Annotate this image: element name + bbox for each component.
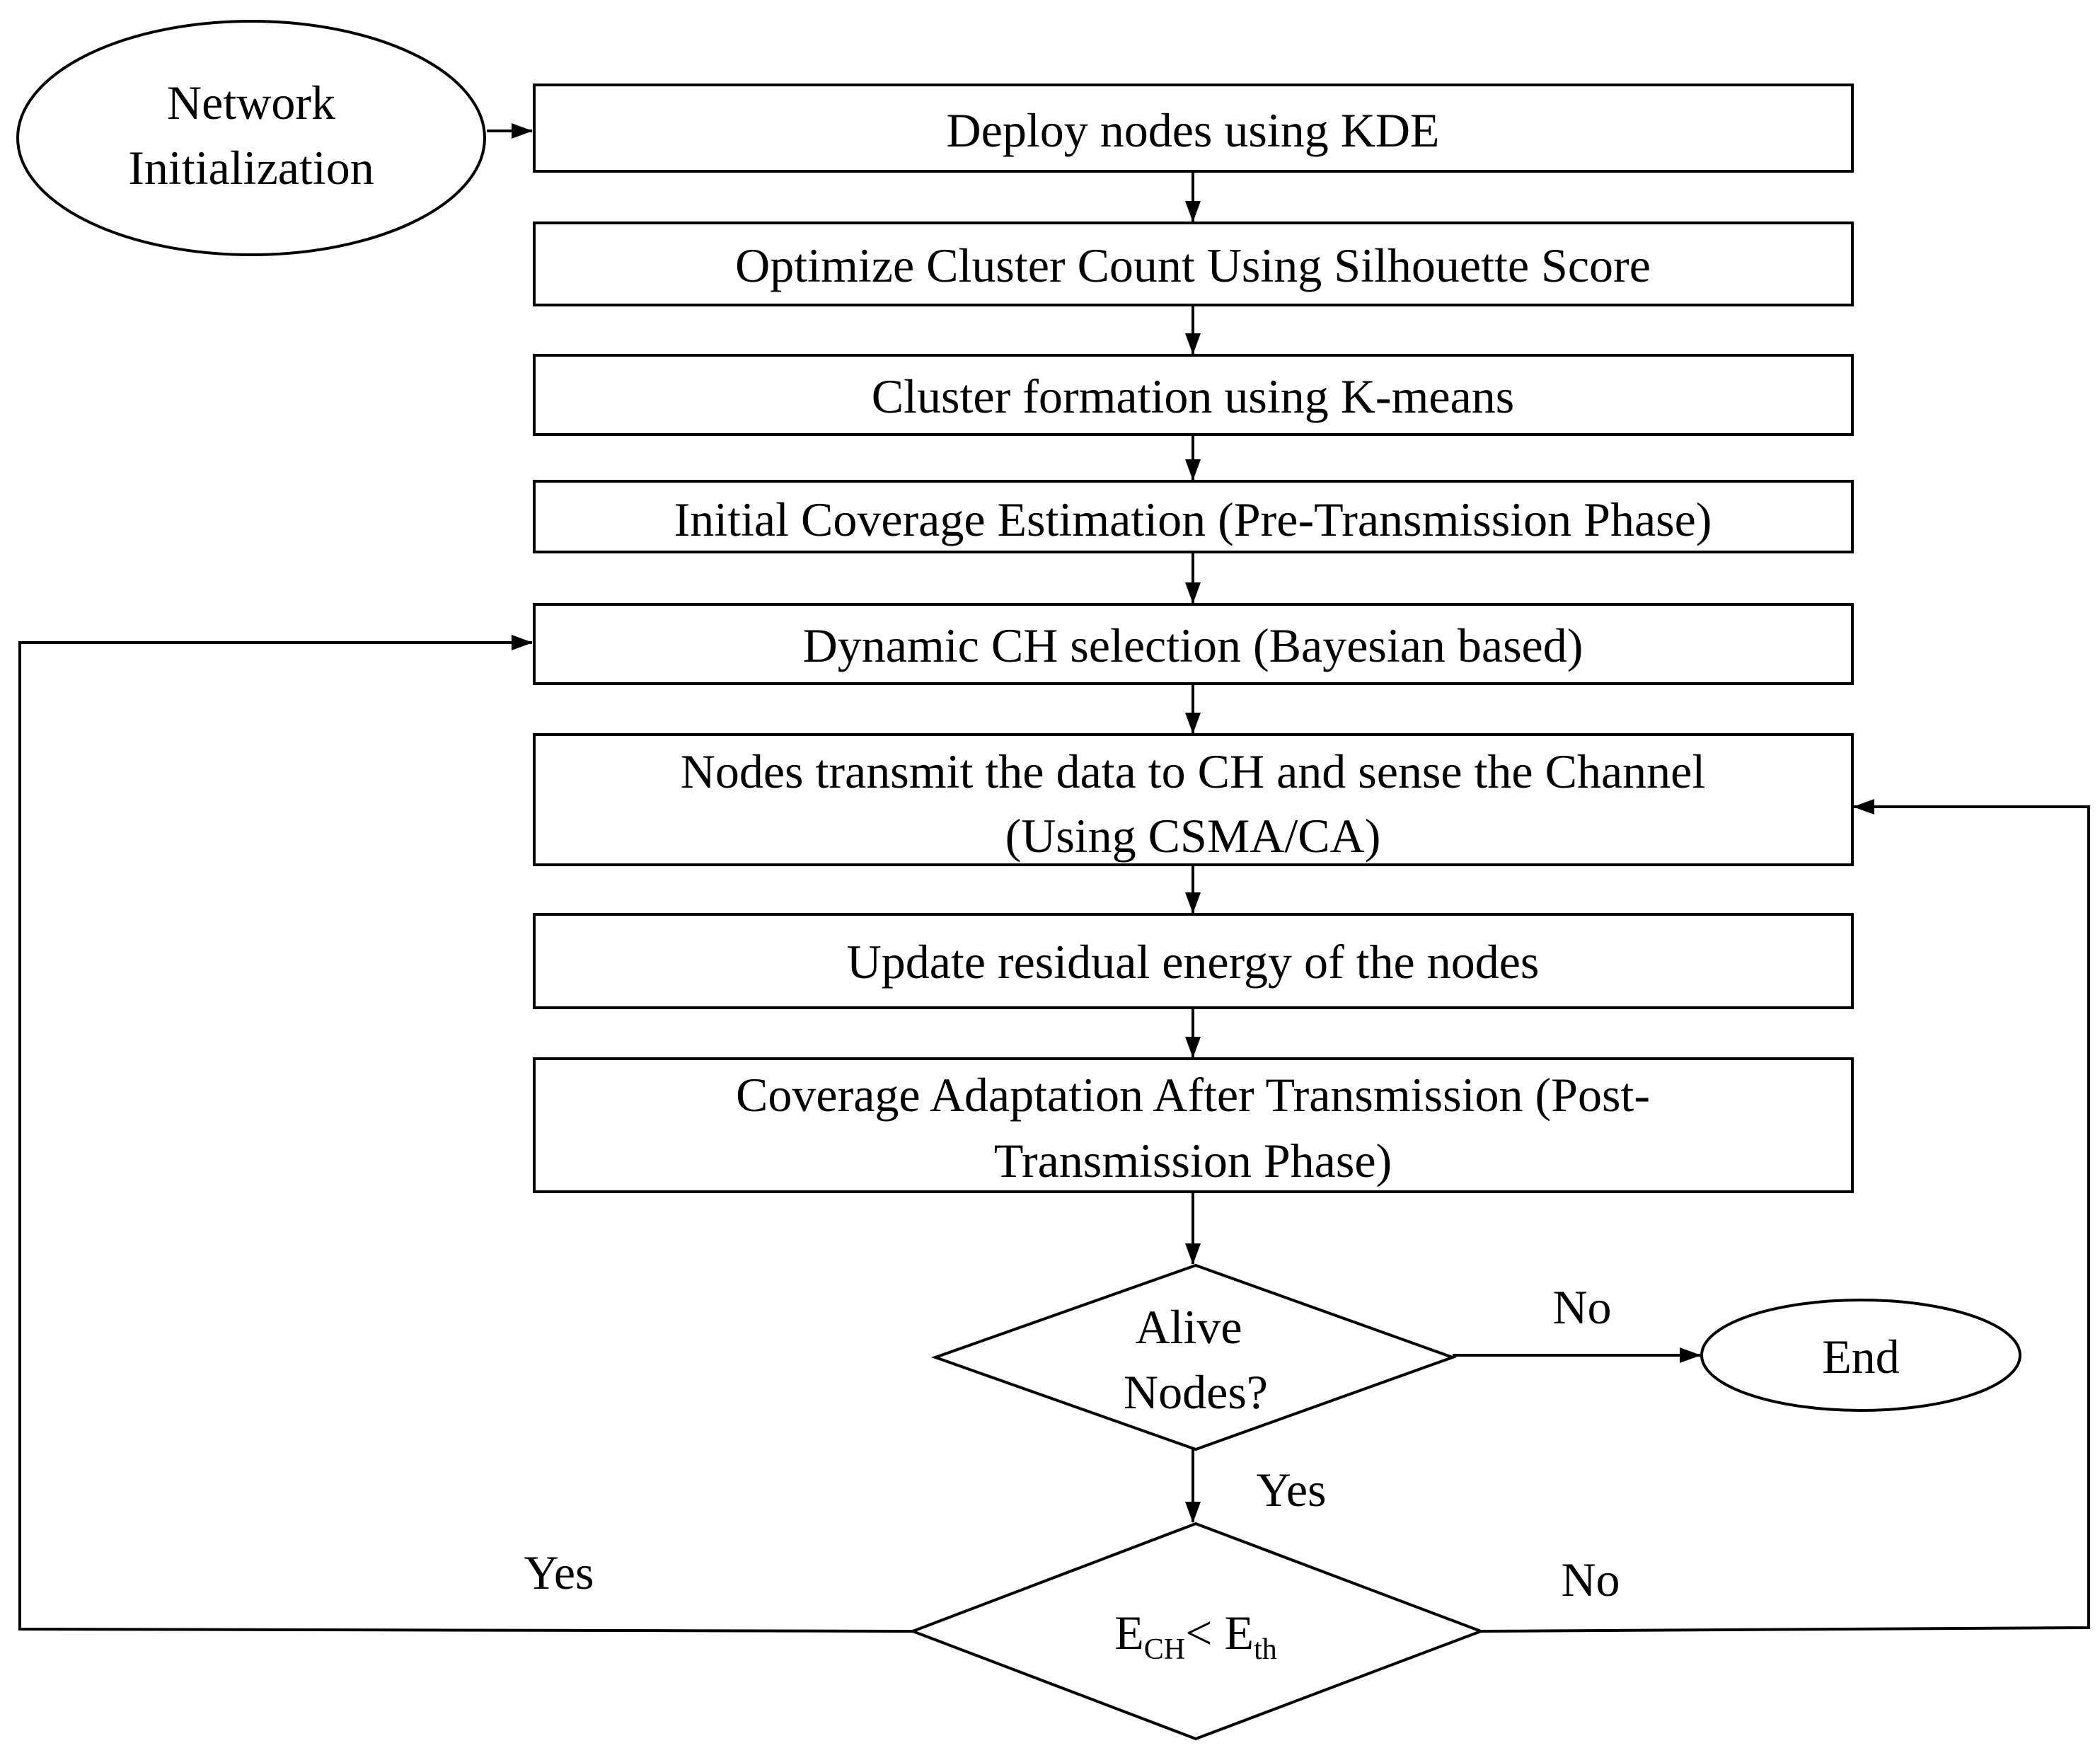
arrow-energy-yes-loop-to-ch-selection [18,635,913,1633]
step-nodes-transmit-label-line1: Nodes transmit the data to CH and sense … [681,744,1705,798]
step-dynamic-ch-selection: Dynamic CH selection (Bayesian based) [533,603,1854,685]
decision-alive-nodes: Alive Nodes? [930,1263,1457,1451]
label-energy-yes: Yes [524,1546,594,1599]
step-update-residual-energy: Update residual energy of the nodes [533,913,1854,1009]
step-deploy-nodes: Deploy nodes using KDE [533,84,1854,173]
step-coverage-adaptation: Coverage Adaptation After Transmission (… [533,1057,1854,1193]
step-coverage-adaptation-label-line2: Transmission Phase) [994,1134,1392,1188]
decision-alive-nodes-line2: Nodes? [1124,1365,1268,1419]
end-node: End [1700,1299,2021,1412]
step-initial-coverage-estimation-label: Initial Coverage Estimation (Pre-Transmi… [674,493,1712,546]
step-deploy-nodes-label: Deploy nodes using KDE [947,103,1440,157]
step-nodes-transmit-label-line2: (Using CSMA/CA) [1005,809,1381,863]
end-label: End [1822,1330,1900,1384]
step-initial-coverage-estimation: Initial Coverage Estimation (Pre-Transmi… [533,480,1854,553]
step-optimize-cluster-count: Optimize Cluster Count Using Silhouette … [533,222,1854,306]
step-optimize-cluster-count-label: Optimize Cluster Count Using Silhouette … [735,238,1651,292]
start-node-network-initialization: Network Initialization [16,20,486,256]
label-alive-yes: Yes [1257,1463,1327,1517]
start-label-line2: Initialization [128,141,374,195]
step-coverage-adaptation-label-line1: Coverage Adaptation After Transmission (… [736,1068,1650,1122]
label-energy-no: No [1561,1553,1620,1606]
step-cluster-formation: Cluster formation using K-means [533,354,1854,436]
arrow-energy-no-loop-to-transmit [1480,799,2090,1633]
step-cluster-formation-label: Cluster formation using K-means [872,369,1514,423]
label-alive-no: No [1552,1280,1611,1334]
start-label-line1: Network [167,76,335,130]
decision-ch-energy-label: ECH< Eth [1114,1606,1276,1666]
step-dynamic-ch-selection-label: Dynamic CH selection (Bayesian based) [803,619,1583,672]
decision-ch-energy-threshold: ECH< Eth [908,1522,1485,1741]
decision-alive-nodes-line1: Alive [1135,1300,1242,1354]
step-nodes-transmit: Nodes transmit the data to CH and sense … [533,733,1854,866]
step-update-residual-energy-label: Update residual energy of the nodes [847,935,1540,989]
